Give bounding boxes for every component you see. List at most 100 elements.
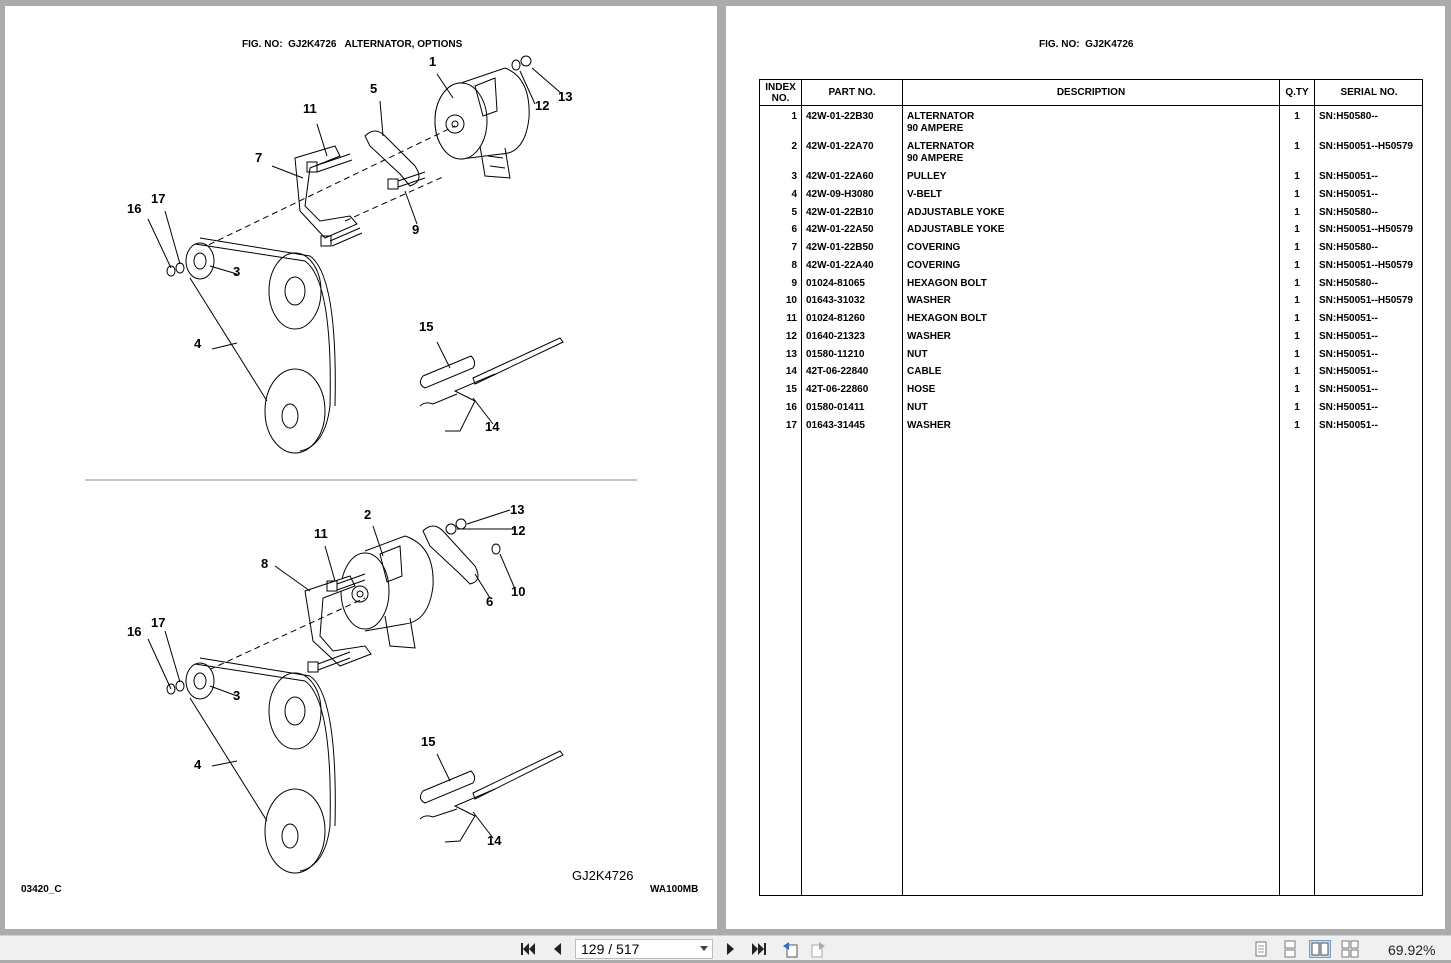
quantity-cell: 1 — [1294, 366, 1300, 378]
serial-number-cell: SN:H50051--H50579 — [1319, 259, 1413, 271]
quantity-cell: 1 — [1294, 171, 1300, 182]
quantity-cell: 1 — [1294, 295, 1300, 307]
callout-bottom: 15 — [421, 734, 435, 749]
part-number-cell: 42W-09-H3080 — [806, 188, 874, 200]
part-number-cell: 01643-31032 — [806, 295, 865, 307]
callout-bottom: 13 — [510, 502, 524, 517]
index-cell: 3 — [791, 171, 797, 182]
description-cell: ALTERNATOR 90 AMPERE — [907, 141, 975, 164]
single-page-view-icon[interactable] — [1252, 940, 1270, 958]
callout-top: 4 — [194, 336, 202, 351]
facing-view-icon[interactable] — [1309, 940, 1331, 958]
callout-bottom: 16 — [127, 624, 141, 639]
description-cell: HEXAGON BOLT — [907, 313, 987, 324]
index-cell: 9 — [791, 277, 797, 289]
serial-number-cell: SN:H50580-- — [1319, 206, 1378, 218]
part-number-cell: 42T-06-22840 — [806, 366, 869, 378]
alternator-bottom — [340, 535, 434, 649]
index-cell: 2 — [791, 141, 797, 152]
part-number-cell: 42W-01-22A60 — [806, 171, 874, 182]
page-dropdown-chevron-icon[interactable] — [700, 946, 708, 951]
index-cell: 17 — [785, 419, 797, 431]
part-number-cell: 01580-01411 — [806, 401, 865, 413]
header-serial: SERIAL NO. — [1340, 87, 1398, 98]
callout-top: 5 — [370, 81, 377, 96]
quantity-cell: 1 — [1294, 313, 1300, 324]
index-cell: 11 — [786, 313, 797, 324]
part-number-cell: 42T-06-22860 — [806, 384, 869, 395]
part-number-cell: 42W-01-22B30 — [806, 111, 874, 122]
description-cell: HEXAGON BOLT — [907, 277, 987, 289]
serial-number-cell: SN:H50051-- — [1319, 401, 1378, 413]
description-cell: COVERING — [907, 242, 961, 253]
callout-bottom: 10 — [511, 584, 525, 599]
description-cell: HOSE — [907, 384, 936, 395]
index-cell: 4 — [791, 188, 797, 200]
callout-bottom: 4 — [194, 757, 202, 772]
previous-view-icon[interactable] — [781, 940, 799, 958]
callout-bottom: 14 — [487, 833, 502, 848]
header-part-no: PART NO. — [828, 87, 876, 98]
figure-page: FIG. NO: GJ2K4726 ALTERNATOR, OPTIONS — [5, 6, 717, 929]
figure-code: GJ2K4726 — [572, 868, 634, 883]
serial-number-cell: SN:H50051-- — [1319, 313, 1378, 324]
description-cell: V-BELT — [907, 188, 942, 200]
part-number-cell: 01640-21323 — [806, 330, 865, 342]
serial-number-cell: SN:H50051-- — [1319, 330, 1378, 342]
part-number-cell: 42W-01-22A50 — [806, 224, 874, 236]
callout-bottom: 12 — [511, 523, 525, 538]
description-cell: WASHER — [907, 419, 951, 431]
index-cell: 13 — [785, 348, 797, 360]
callout-top: 14 — [485, 419, 500, 434]
callout-top: 12 — [535, 98, 549, 113]
first-page-icon[interactable] — [519, 940, 537, 958]
alternator-exploded-diagram: 1 5 11 7 12 13 9 16 17 3 4 15 14 2 11 8 … — [85, 54, 637, 874]
quantity-cell: 1 — [1294, 419, 1300, 431]
description-cell: ADJUSTABLE YOKE — [907, 206, 1005, 218]
description-cell: COVERING — [907, 259, 961, 271]
header-qty: Q.TY — [1285, 87, 1309, 98]
continuous-view-icon[interactable] — [1281, 940, 1299, 958]
zoom-level[interactable]: 69.92% — [1388, 942, 1436, 958]
description-cell: ALTERNATOR 90 AMPERE — [907, 111, 975, 134]
part-number-cell: 42W-01-22A40 — [806, 259, 874, 271]
next-page-icon[interactable] — [722, 940, 740, 958]
page-number-value: 129 / 517 — [581, 941, 640, 957]
callout-top: 16 — [127, 201, 141, 216]
figure-title: FIG. NO: GJ2K4726 ALTERNATOR, OPTIONS — [242, 39, 463, 50]
quantity-cell: 1 — [1294, 259, 1300, 271]
index-cell: 8 — [791, 259, 797, 271]
next-view-icon[interactable] — [809, 940, 827, 958]
part-number-cell: 42W-01-22B10 — [806, 206, 874, 218]
last-page-icon[interactable] — [750, 940, 768, 958]
alternator-top — [434, 67, 530, 179]
index-cell: 1 — [791, 111, 797, 122]
description-cell: WASHER — [907, 295, 951, 307]
prev-page-icon[interactable] — [548, 940, 566, 958]
part-number-cell: 01643-31445 — [806, 419, 865, 431]
index-cell: 10 — [785, 295, 797, 307]
description-cell: CABLE — [907, 366, 942, 378]
quantity-cell: 1 — [1294, 242, 1300, 253]
description-cell: WASHER — [907, 330, 951, 342]
document-code: 03420_C — [21, 884, 62, 895]
quantity-cell: 1 — [1294, 188, 1300, 200]
description-cell: ADJUSTABLE YOKE — [907, 224, 1005, 236]
serial-number-cell: SN:H50051--H50579 — [1319, 295, 1413, 307]
serial-number-cell: SN:H50051-- — [1319, 171, 1378, 182]
callout-bottom: 6 — [486, 594, 493, 609]
quantity-cell: 1 — [1294, 384, 1300, 395]
page-number-field[interactable]: 129 / 517 — [575, 939, 713, 959]
part-number-cell: 01024-81065 — [806, 277, 865, 289]
description-cell: NUT — [907, 348, 928, 360]
continuous-facing-view-icon[interactable] — [1341, 940, 1359, 958]
serial-number-cell: SN:H50580-- — [1319, 111, 1378, 122]
serial-number-cell: SN:H50051-- — [1319, 188, 1378, 200]
callout-top: 1 — [429, 54, 436, 69]
callout-top: 11 — [303, 101, 317, 116]
callout-bottom: 8 — [261, 556, 268, 571]
quantity-cell: 1 — [1294, 224, 1300, 236]
parts-list-page: FIG. NO: GJ2K4726 INDEX NO. PART NO. DES… — [726, 6, 1445, 929]
serial-number-cell: SN:H50051-- — [1319, 384, 1378, 395]
quantity-cell: 1 — [1294, 330, 1300, 342]
